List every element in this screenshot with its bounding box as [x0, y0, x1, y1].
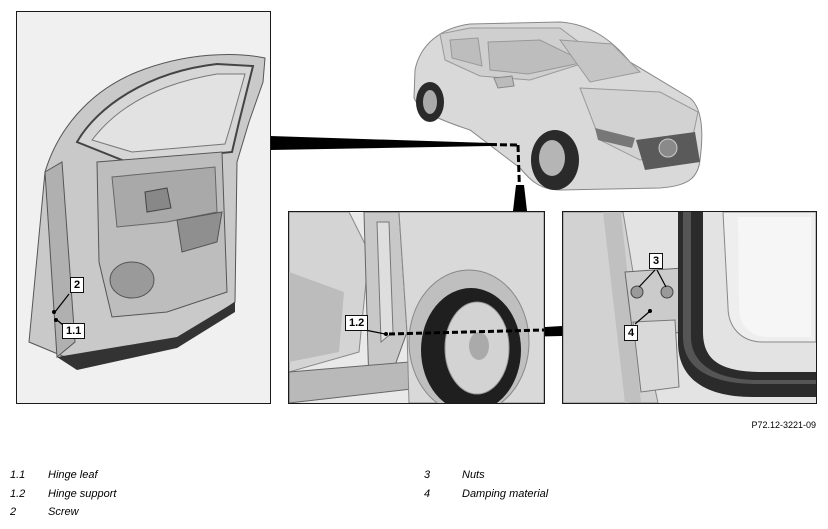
legend-num: 4 — [424, 488, 431, 500]
legend-label: Nuts — [462, 469, 485, 481]
door-illustration — [17, 12, 270, 403]
legend-label: Hinge support — [48, 488, 117, 500]
hinge-detail-illustration — [563, 212, 816, 403]
callout-hinge-support: 1.2 — [345, 315, 369, 331]
legend-right: 3 Nuts 4 Damping material — [424, 469, 784, 509]
legend-label: Damping material — [462, 488, 549, 500]
legend-left: 1.1 Hinge leaf 1.2 Hinge support 2 Screw — [10, 469, 370, 529]
callout-damping-material: 4 — [624, 325, 639, 341]
callout-hinge-leaf: 1.1 — [62, 323, 86, 339]
hinge-detail-panel: 3 4 — [562, 211, 817, 404]
legend-num: 3 — [424, 469, 431, 481]
legend-num: 1.1 — [10, 469, 26, 481]
legend-label: Hinge leaf — [48, 469, 98, 481]
figure-reference-code: P72.12-3221-09 — [751, 420, 816, 430]
legend-label: Screw — [48, 506, 79, 518]
callout-screw: 2 — [70, 277, 85, 293]
callout-nuts: 3 — [649, 253, 664, 269]
door-view-panel: 2 1.1 — [16, 11, 271, 404]
wheel-arch-panel: 1.2 — [288, 211, 545, 404]
legend-num: 2 — [10, 506, 17, 518]
legend-num: 1.2 — [10, 488, 26, 500]
wheel-arch-illustration — [289, 212, 544, 403]
